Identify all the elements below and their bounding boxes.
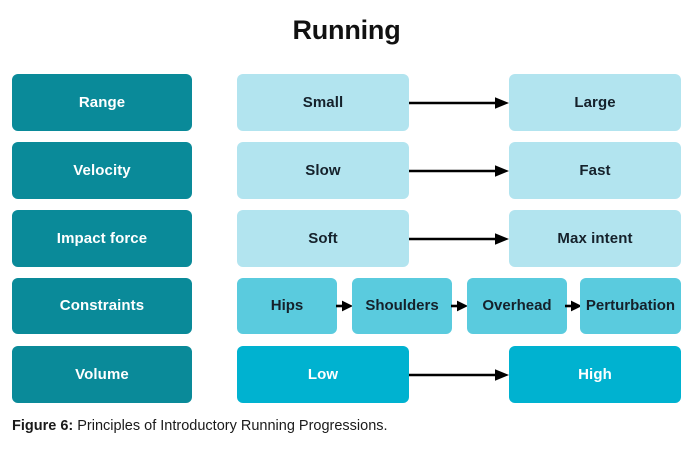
row-label-range[interactable]: Range [12, 74, 192, 131]
constraints-step-overhead[interactable]: Overhead [467, 278, 567, 334]
progression-row-impact-force: Impact force Soft Max intent [0, 210, 693, 267]
impact-force-end-box[interactable]: Max intent [509, 210, 681, 267]
constraints-step-shoulders[interactable]: Shoulders [352, 278, 452, 334]
constraints-step-hips[interactable]: Hips [237, 278, 337, 334]
arrow-right-icon [409, 164, 509, 178]
figure-title: Running [292, 15, 401, 45]
progression-row-volume: Volume Low High [0, 346, 693, 403]
row-label-impact-force[interactable]: Impact force [12, 210, 192, 267]
volume-start-box[interactable]: Low [237, 346, 409, 403]
volume-end-box[interactable]: High [509, 346, 681, 403]
figure-caption: Figure 6: Principles of Introductory Run… [12, 416, 681, 436]
impact-force-start-box[interactable]: Soft [237, 210, 409, 267]
progression-row-velocity: Velocity Slow Fast [0, 142, 693, 199]
range-end-box[interactable]: Large [509, 74, 681, 131]
arrow-right-icon [409, 96, 509, 110]
row-label-velocity[interactable]: Velocity [12, 142, 192, 199]
progression-row-range: Range Small Large [0, 74, 693, 131]
row-label-constraints[interactable]: Constraints [12, 278, 192, 334]
arrow-right-icon [451, 300, 468, 312]
progression-row-constraints: Constraints Hips Shoulders Overhead [0, 278, 693, 334]
arrow-right-icon [409, 368, 509, 382]
row-label-volume[interactable]: Volume [12, 346, 192, 403]
range-start-box[interactable]: Small [237, 74, 409, 131]
progression-matrix: Range Small Large Velocity Slow Fast [0, 74, 693, 403]
figure-caption-text: Principles of Introductory Running Progr… [77, 418, 388, 434]
velocity-start-box[interactable]: Slow [237, 142, 409, 199]
arrow-right-icon [409, 232, 509, 246]
figure-caption-label: Figure 6: [12, 418, 74, 434]
constraints-step-perturbation[interactable]: Perturbation [580, 278, 681, 334]
arrow-right-icon [336, 300, 353, 312]
velocity-end-box[interactable]: Fast [509, 142, 681, 199]
